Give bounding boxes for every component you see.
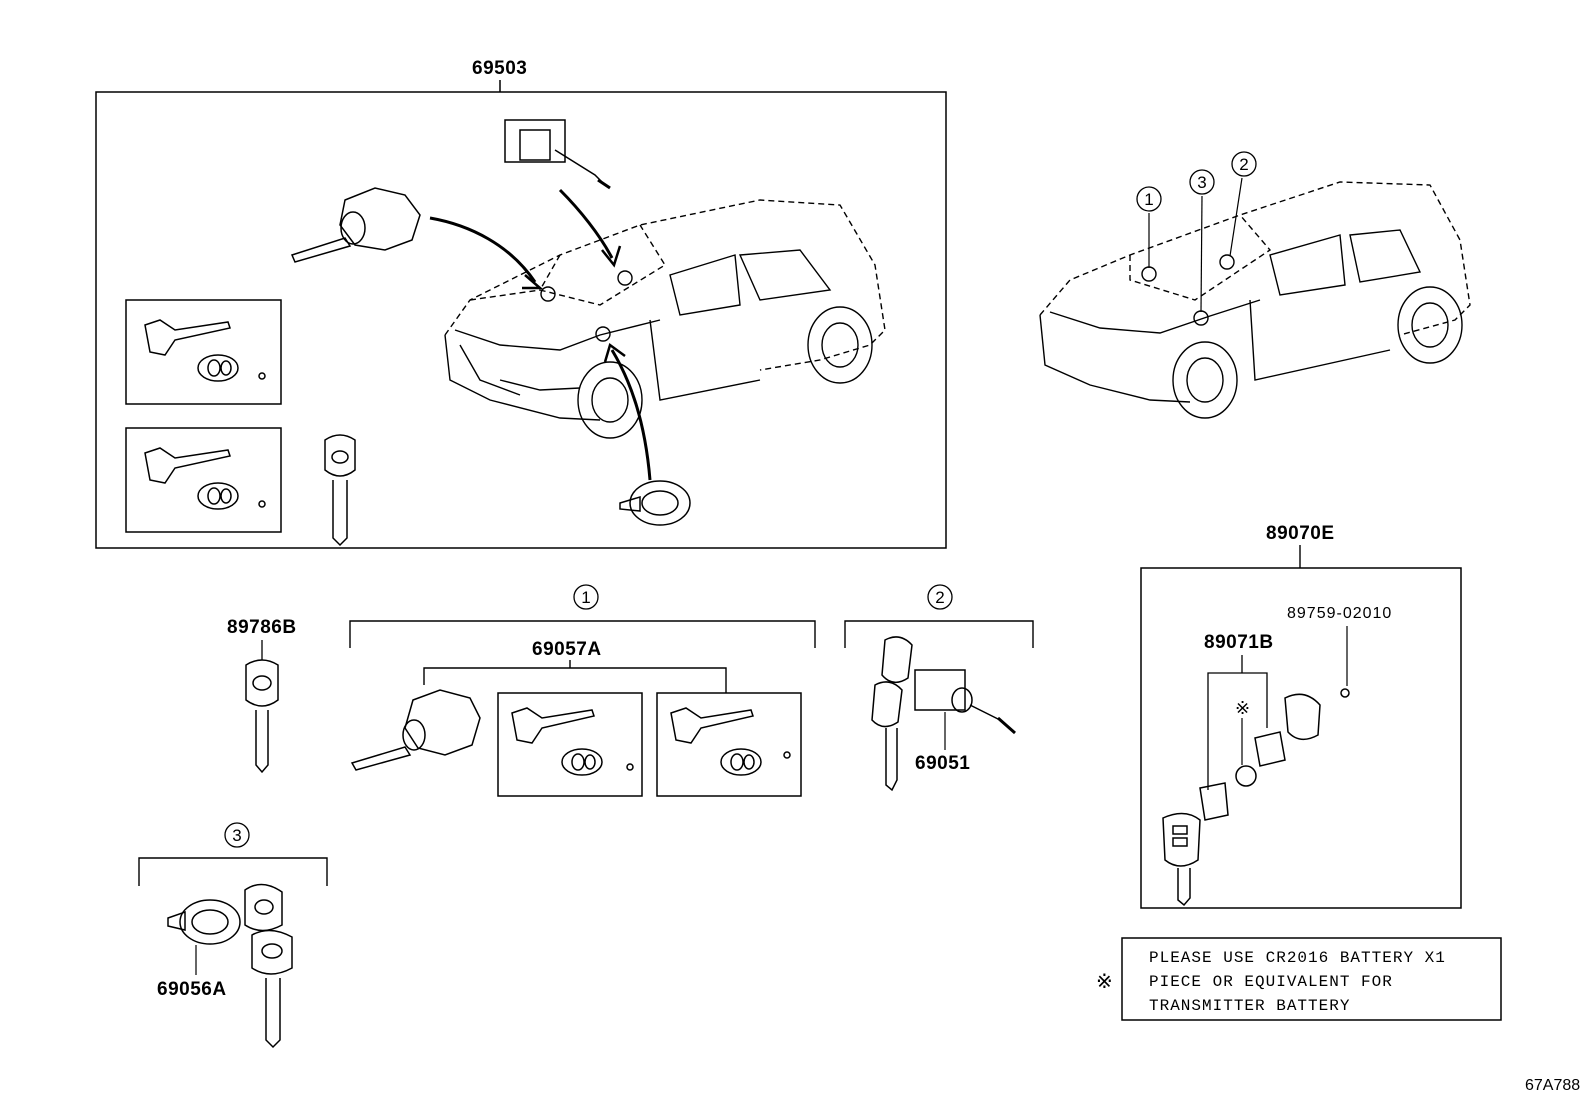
car-illustration-left <box>429 188 886 481</box>
figure-code: 67A788 <box>1525 1077 1580 1094</box>
callout-number: 1 <box>1144 190 1153 209</box>
door-lock-illustration <box>504 119 611 190</box>
part-89786B: 89786B <box>227 617 297 774</box>
label-89786B: 89786B <box>227 617 297 638</box>
label-89071B: 89071B <box>1204 632 1274 653</box>
callout-1-right-car: 1 <box>1136 186 1162 212</box>
group-callout-2: 2 69051 <box>844 584 1034 792</box>
label-69503: 69503 <box>472 58 527 79</box>
key-set-box-lower <box>125 427 282 533</box>
note-line-2: PIECE OR EQUIVALENT FOR <box>1149 973 1393 991</box>
master-key-illustration <box>324 434 356 547</box>
key-set-box-b <box>656 692 802 797</box>
note-symbol: ※ <box>1096 971 1113 993</box>
door-lock-with-keys-illustration <box>871 636 1016 792</box>
label-89759-02010: 89759-02010 <box>1287 605 1392 622</box>
group-callout-3: 3 69056A <box>138 822 328 1049</box>
note-line-1: PLEASE USE CR2016 BATTERY X1 <box>1149 949 1446 967</box>
callout-number: 1 <box>581 588 590 607</box>
callout-number: 2 <box>935 588 944 607</box>
key-set-box-upper <box>125 299 282 405</box>
label-69056A: 69056A <box>157 979 227 1000</box>
group-callout-1: 1 69057A <box>349 584 816 797</box>
callout-number: 3 <box>232 826 241 845</box>
callout-number: 3 <box>1197 173 1206 192</box>
transmitter-key-illustration <box>1162 688 1350 907</box>
door-cylinder-illustration <box>350 689 481 771</box>
assembly-89070E: 89070E 89759-02010 89071B ※ <box>1140 523 1462 909</box>
callout-3-right-car: 3 <box>1189 169 1215 195</box>
battery-note-marker: ※ <box>1235 698 1250 718</box>
assembly-69503: 69503 <box>95 58 947 549</box>
label-69051: 69051 <box>915 753 970 774</box>
battery-note: ※ PLEASE USE CR2016 BATTERY X1 PIECE OR … <box>1096 937 1502 1021</box>
key-set-box-a <box>497 692 643 797</box>
callout-2-right-car: 2 <box>1231 151 1257 177</box>
ignition-cylinder-illustration <box>290 187 421 263</box>
car-illustration-right <box>1039 177 1471 419</box>
label-69057A: 69057A <box>532 639 602 660</box>
label-89070E: 89070E <box>1266 523 1335 544</box>
glovebox-cylinder-with-keys-illustration <box>167 883 293 1049</box>
note-line-3: TRANSMITTER BATTERY <box>1149 997 1350 1015</box>
callout-number: 2 <box>1239 155 1248 174</box>
glovebox-cylinder-illustration <box>619 480 691 526</box>
